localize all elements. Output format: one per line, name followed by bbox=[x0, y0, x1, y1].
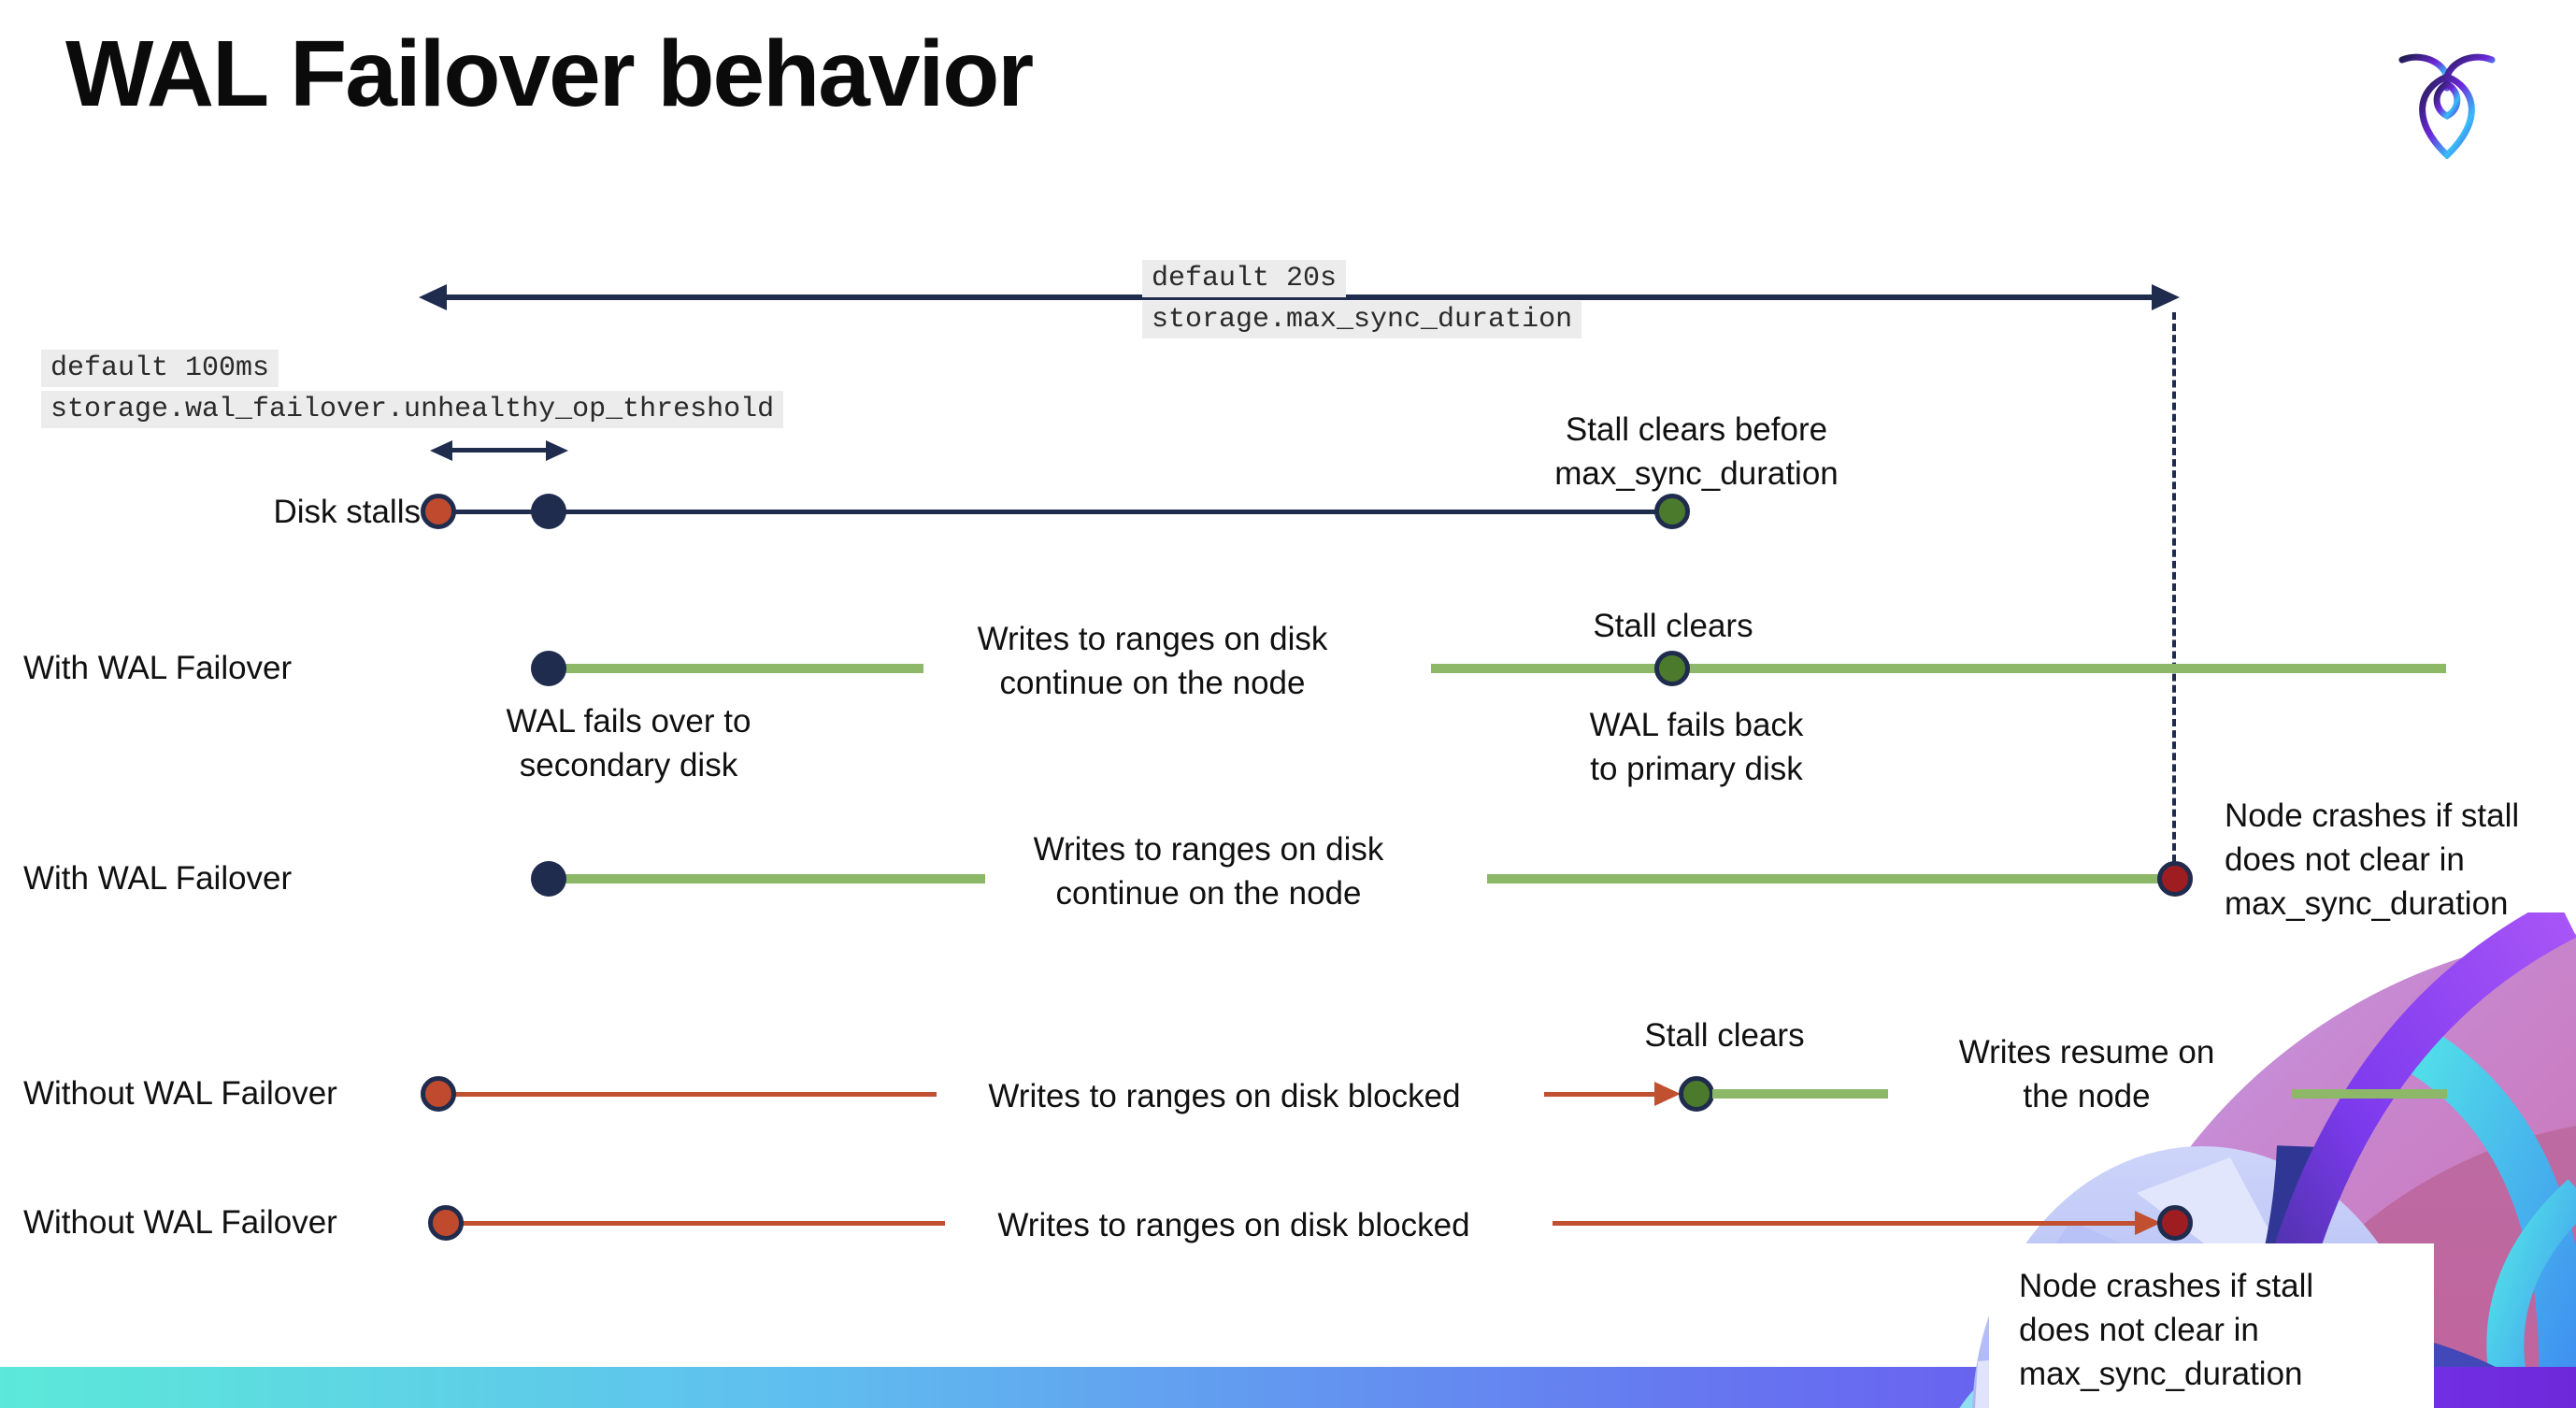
stall-start-dot-2 bbox=[421, 1076, 456, 1112]
max-sync-default-label: default 20s bbox=[1142, 260, 1347, 297]
writes-blocked-note-2: Writes to ranges on disk blocked bbox=[997, 1207, 1470, 1243]
arrowhead-right-icon bbox=[2152, 284, 2180, 310]
writes-blocked-line-a bbox=[454, 1092, 937, 1097]
writes-blocked-note-1: Writes to ranges on disk blocked bbox=[988, 1078, 1461, 1114]
red-arrowhead-icon-1 bbox=[1654, 1082, 1681, 1106]
row-label-without-wal-failover-2: Without WAL Failover bbox=[23, 1204, 337, 1241]
stall-clears-dot bbox=[1654, 494, 1690, 529]
writes-blocked-line-d bbox=[1553, 1221, 2137, 1226]
writes-resume-note: Writes resume on the node bbox=[1958, 1034, 2215, 1114]
writes-continue-note-2: Writes to ranges on disk continue on the… bbox=[1033, 831, 1384, 912]
writes-continue-line-c bbox=[565, 874, 985, 884]
stall-clears-before-note: Stall clears before max_sync_duration bbox=[1554, 411, 1839, 492]
stall-clears-note-2: Stall clears bbox=[1644, 1017, 1805, 1054]
row-label-disk-stalls: Disk stalls bbox=[273, 494, 421, 530]
writes-continue-note-1: Writes to ranges on disk continue on the… bbox=[977, 621, 1328, 701]
stall-start-dot bbox=[421, 494, 456, 529]
writes-continue-line-d bbox=[1487, 874, 2160, 884]
writes-continue-line-b bbox=[1431, 664, 2446, 673]
row-label-without-wal-failover-1: Without WAL Failover bbox=[23, 1075, 337, 1112]
max-sync-setting-label: storage.max_sync_duration bbox=[1142, 301, 1582, 338]
row-label-with-wal-failover-1: With WAL Failover bbox=[23, 650, 293, 686]
arrowhead-left-icon bbox=[419, 284, 447, 310]
writes-continue-line-a bbox=[565, 664, 923, 673]
failover-dot bbox=[531, 651, 566, 686]
threshold-span-line bbox=[443, 448, 555, 453]
node-crash-dot-2 bbox=[2157, 1205, 2193, 1241]
failover-trigger-dot bbox=[531, 494, 566, 529]
threshold-default-label: default 100ms bbox=[41, 350, 279, 387]
small-arrowhead-left-icon bbox=[430, 440, 452, 461]
node-crash-note-1: Node crashes if stall does not clear in … bbox=[2225, 797, 2520, 922]
writes-blocked-line-b bbox=[1544, 1092, 1656, 1097]
max-sync-duration-label-group: default 20s storage.max_sync_duration bbox=[1142, 260, 1582, 338]
failover-dot-2 bbox=[531, 861, 566, 897]
disk-stall-timeline bbox=[454, 510, 1660, 514]
deadline-dashed-line bbox=[2172, 312, 2176, 862]
threshold-setting-label: storage.wal_failover.unhealthy_op_thresh… bbox=[41, 391, 784, 428]
cockroachdb-logo-icon bbox=[2398, 53, 2496, 159]
max-sync-duration-span-line bbox=[439, 295, 2168, 300]
writes-resume-line-b bbox=[2292, 1089, 2447, 1099]
node-crash-dot-1 bbox=[2157, 861, 2193, 897]
page-title: WAL Failover behavior bbox=[65, 22, 1034, 126]
stall-clears-note-1: Stall clears bbox=[1593, 608, 1753, 644]
writes-resume-line-a bbox=[1712, 1089, 1888, 1099]
wal-fails-back-note: WAL fails back to primary disk bbox=[1589, 707, 1804, 787]
crash-caption-box bbox=[1989, 1243, 2434, 1408]
row-label-with-wal-failover-2: With WAL Failover bbox=[23, 860, 293, 897]
node-crash-note-2: Node crashes if stall does not clear in … bbox=[2019, 1268, 2314, 1392]
red-arrowhead-icon-2 bbox=[2135, 1211, 2161, 1235]
wal-fails-over-note: WAL fails over to secondary disk bbox=[506, 703, 751, 783]
stall-start-dot-3 bbox=[428, 1205, 464, 1241]
small-arrowhead-right-icon bbox=[546, 440, 568, 461]
writes-blocked-line-c bbox=[462, 1221, 945, 1226]
unhealthy-op-threshold-label-group: default 100ms storage.wal_failover.unhea… bbox=[41, 350, 784, 428]
stall-clears-dot-2 bbox=[1679, 1076, 1714, 1112]
failback-dot bbox=[1654, 651, 1690, 686]
